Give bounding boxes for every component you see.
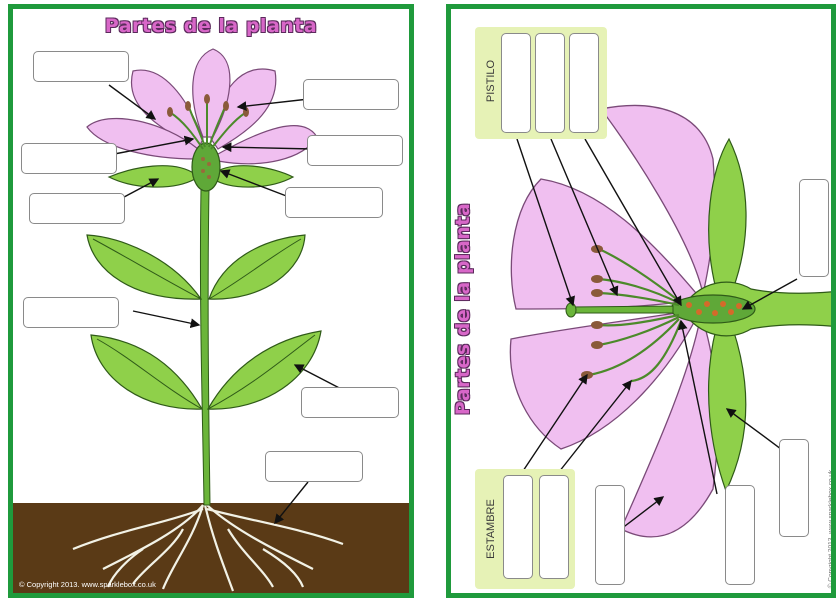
label-box[interactable] [569, 33, 599, 133]
label-box[interactable] [503, 475, 533, 579]
ovary [192, 143, 220, 191]
stem [200, 189, 210, 505]
label-box[interactable] [725, 485, 755, 585]
label-box[interactable] [33, 51, 129, 82]
label-box[interactable] [21, 143, 117, 174]
label-box[interactable] [539, 475, 569, 579]
worksheet-title: Partes de la planta [452, 203, 474, 415]
copyright-notice: © Copyright 2013. www.sparklebox.co.uk [19, 580, 156, 589]
worksheet-title: Partes de la planta [13, 15, 409, 37]
worksheet-right: Partes de la planta PISTILO ESTAMBRE © C… [446, 4, 836, 598]
label-box[interactable] [285, 187, 383, 218]
label-box[interactable] [23, 297, 119, 328]
label-box[interactable] [595, 485, 625, 585]
ovary [671, 295, 755, 323]
label-box[interactable] [29, 193, 125, 224]
label-box[interactable] [535, 33, 565, 133]
label-box[interactable] [303, 79, 399, 110]
label-box[interactable] [799, 179, 829, 277]
label-box[interactable] [779, 439, 809, 537]
label-box[interactable] [301, 387, 399, 418]
worksheet-left: Partes de la planta © Copyright 2013. ww… [8, 4, 414, 598]
pistil-group-label: PISTILO [485, 60, 497, 102]
label-box[interactable] [501, 33, 531, 133]
label-box[interactable] [307, 135, 403, 166]
label-box[interactable] [265, 451, 363, 482]
stamen-group-label: ESTAMBRE [485, 499, 497, 559]
copyright-notice: © Copyright 2013. www.sparklebox.co.uk [828, 470, 835, 589]
